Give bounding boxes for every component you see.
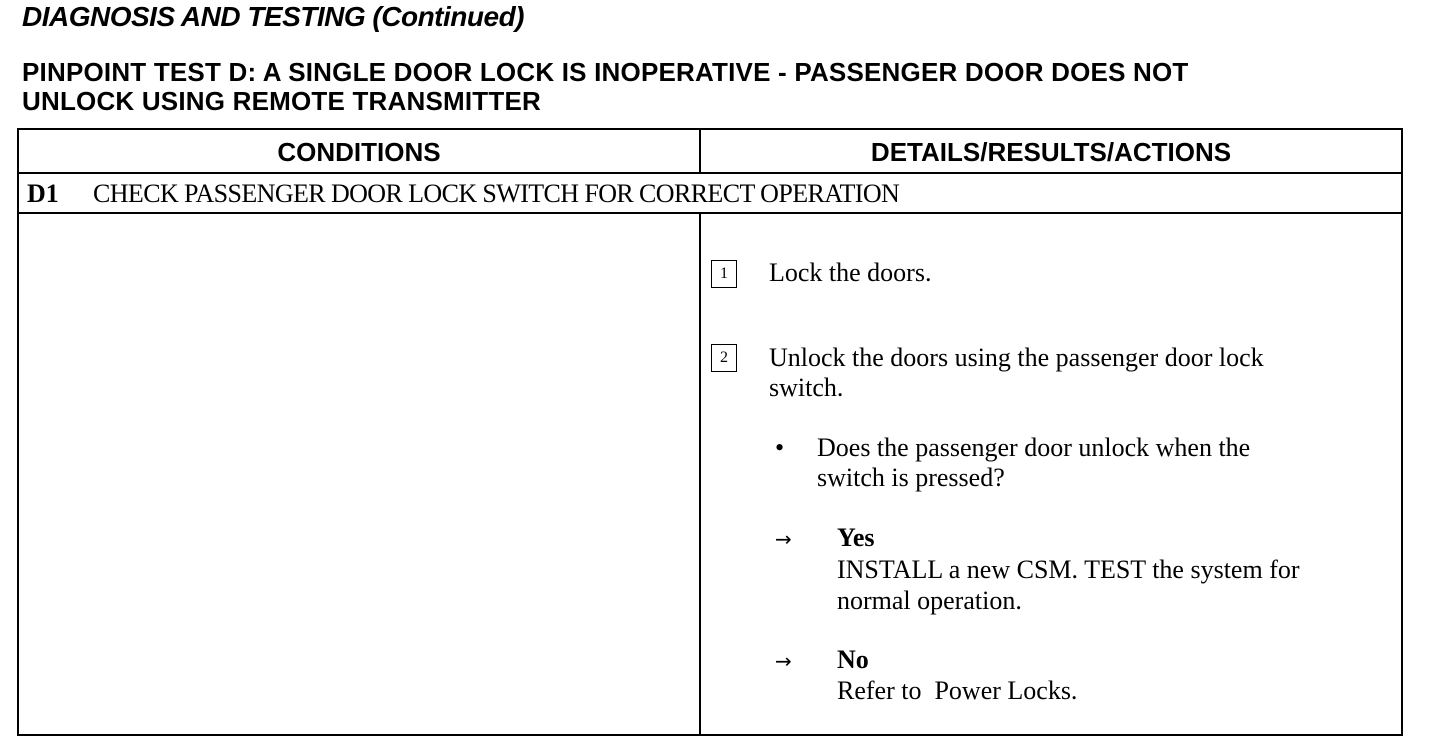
step-number-box-1: 1 bbox=[711, 260, 737, 288]
column-header-details-results-actions: DETAILS/RESULTS/ACTIONS bbox=[870, 137, 1232, 167]
step-title: CHECK PASSENGER DOOR LOCK SWITCH FOR COR… bbox=[93, 179, 900, 208]
pinpoint-test-table: CONDITIONS DETAILS/RESULTS/ACTIONS D1 CHE… bbox=[17, 128, 1403, 736]
action-2-text-line2: switch. bbox=[769, 373, 844, 402]
yes-arrow-icon: → bbox=[775, 527, 792, 551]
no-action-line1: Refer to Power Locks. bbox=[837, 676, 1078, 705]
yes-label: Yes bbox=[837, 523, 875, 552]
column-header-conditions: CONDITIONS bbox=[277, 137, 441, 167]
action-2-text-line1: Unlock the doors using the passenger doo… bbox=[769, 343, 1264, 372]
step-number-box-2: 2 bbox=[711, 344, 737, 372]
column-divider-header bbox=[699, 130, 701, 172]
pinpoint-test-title-line2: UNLOCK USING REMOTE TRANSMITTER bbox=[22, 86, 541, 116]
question-text-line2: switch is pressed? bbox=[817, 463, 1005, 492]
pinpoint-test-title-line1: PINPOINT TEST D: A SINGLE DOOR LOCK IS I… bbox=[22, 57, 1189, 87]
pinpoint-test-title: PINPOINT TEST D: A SINGLE DOOR LOCK IS I… bbox=[22, 58, 1432, 116]
step-id: D1 bbox=[27, 179, 59, 208]
question-text-line1: Does the passenger door unlock when the bbox=[817, 433, 1251, 462]
yes-action-line1: INSTALL a new CSM. TEST the system for bbox=[837, 555, 1300, 584]
step-rule bbox=[19, 212, 1401, 214]
step-row-d1: D1 CHECK PASSENGER DOOR LOCK SWITCH FOR C… bbox=[27, 174, 900, 214]
page-header-title: DIAGNOSIS AND TESTING (Continued) bbox=[22, 1, 525, 32]
no-label: No bbox=[837, 645, 869, 674]
question-bullet: • bbox=[775, 433, 785, 462]
header-rule bbox=[19, 172, 1401, 174]
yes-action-line2: normal operation. bbox=[837, 586, 1022, 615]
action-1-text: Lock the doors. bbox=[769, 258, 932, 287]
column-divider-body bbox=[699, 214, 701, 736]
no-arrow-icon: → bbox=[775, 649, 792, 673]
